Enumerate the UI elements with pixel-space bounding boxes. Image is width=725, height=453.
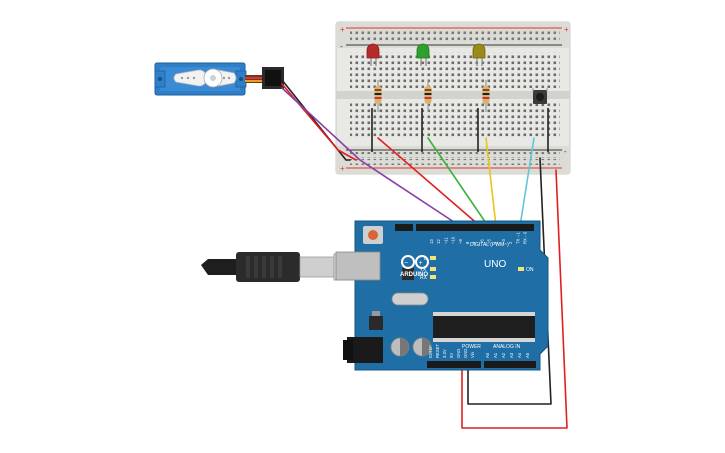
pin-label: A3 [509, 352, 514, 358]
wire-red-led [377, 137, 481, 227]
pin-label: A4 [517, 352, 522, 358]
rail-minus-label: - [340, 42, 343, 51]
on-led [518, 267, 524, 271]
pin-label: TX→1 [515, 231, 520, 244]
pin-label: 3.3V [442, 349, 447, 358]
l-led [430, 256, 436, 260]
model-label: UNO [484, 259, 506, 270]
pin-label: GND [463, 349, 468, 358]
pin-label: Vin [470, 351, 475, 358]
resistor-3[interactable] [482, 80, 490, 112]
power-header-label: POWER [462, 344, 481, 350]
wire-button-signal [519, 137, 535, 227]
svg-text:−: − [404, 260, 408, 267]
pin-label: 7 [472, 241, 477, 244]
on-led-label: ON [526, 267, 534, 273]
pin-label: A1 [493, 352, 498, 358]
micro-servo[interactable] [154, 62, 284, 96]
power-header [427, 361, 481, 368]
pin-label: RESET [435, 344, 440, 358]
rx-led [430, 275, 436, 279]
pin-label: 5V [449, 353, 454, 358]
wire-green-led [427, 137, 489, 227]
pin-label: 2 [508, 241, 513, 244]
rail-plus-label-bottom: + [340, 164, 345, 173]
pushbutton[interactable] [532, 88, 548, 104]
svg-text:+: + [419, 260, 423, 267]
pin-label: A2 [501, 352, 506, 358]
pin-label: ~9 [458, 239, 463, 244]
pin-label: A5 [525, 352, 530, 358]
pin-label: ~5 [487, 239, 492, 244]
rx-led-label: RX [420, 275, 428, 281]
pin-label: A0 [485, 352, 490, 358]
pin-label: 4 [494, 241, 499, 244]
atmega-chip [433, 316, 535, 338]
pin-label: ~3 [501, 239, 506, 244]
pin-label: 8 [465, 241, 470, 244]
pin-label: ~10 [451, 236, 456, 244]
resistor-1[interactable] [374, 80, 382, 112]
pin-label: 12 [436, 239, 441, 244]
resistor-2[interactable] [424, 80, 432, 112]
wire-5v-rail [461, 169, 568, 429]
arduino-logo-icon: − + [401, 255, 429, 269]
wire-servo-signal [281, 87, 461, 227]
pin-label: GND [456, 349, 461, 358]
rail-plus-label-right: + [564, 25, 569, 34]
arduino-uno[interactable]: L TX RX ON − + ARDUINO UNO DIGITAL (PWM~… [335, 220, 549, 371]
digital-header-label: DIGITAL (PWM~) [470, 242, 509, 248]
breadboard-jumpers [371, 108, 549, 152]
l-led-label: L [424, 256, 427, 262]
rail-minus-label-bottom: - [564, 147, 567, 156]
green-led[interactable] [416, 43, 430, 66]
pin-label: IOREF [428, 345, 433, 358]
wires [281, 79, 568, 429]
wire-yellow-led [485, 137, 497, 227]
rail-plus-label: + [340, 25, 345, 34]
usb-port [335, 251, 381, 281]
brand-label: ARDUINO [400, 272, 428, 278]
tx-led [430, 267, 436, 271]
analog-header [484, 361, 536, 368]
pin-label: RX←0 [523, 231, 528, 244]
analog-header-label: ANALOG IN [493, 344, 521, 350]
pin-label: ~6 [479, 239, 484, 244]
pin-label: 13 [429, 239, 434, 244]
digital-header [416, 224, 534, 231]
red-led[interactable] [366, 43, 380, 66]
tx-led-label: TX [420, 267, 427, 273]
yellow-led[interactable] [472, 43, 486, 66]
pin-label: ~11 [443, 237, 448, 244]
